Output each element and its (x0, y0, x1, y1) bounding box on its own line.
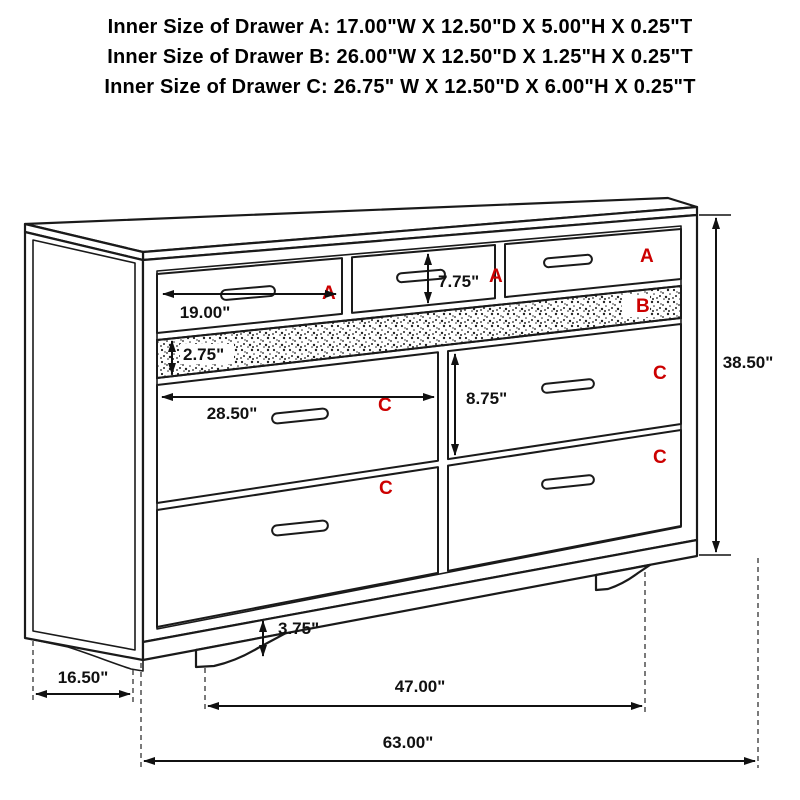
dim-drawer-a-height: 7.75" (424, 253, 479, 304)
label-drawer-b: B (636, 296, 650, 317)
drawer-a-size-text: Inner Size of Drawer A: 17.00"W X 12.50"… (107, 16, 693, 38)
drawer-handle-a-right (543, 253, 593, 269)
drawer-b-glitter-band (156, 284, 682, 380)
drawer-handle-a-middle (396, 268, 446, 284)
dim-drawer-a-height-label: 7.75" (438, 272, 479, 291)
label-drawer-c-upper-left: C (378, 395, 392, 416)
dim-foot-height-label: 3.75" (278, 619, 319, 638)
drawer-c-upper-left (156, 351, 439, 504)
label-drawer-c-lower-left: C (379, 478, 393, 499)
dresser-side-panel (23, 230, 145, 662)
dim-drawer-b-height: 2.75" (168, 340, 234, 375)
dim-overall-height-label: 38.50" (723, 353, 774, 372)
front-right-foot (594, 563, 652, 592)
side-left-foot (24, 637, 144, 672)
dim-overall-height: 38.50" (699, 214, 774, 556)
drawer-b-size-text: Inner Size of Drawer B: 26.00"W X 12.50"… (107, 46, 693, 68)
dim-side-depth-label: 16.50" (58, 668, 109, 687)
label-drawer-c-upper-right: C (653, 363, 667, 384)
label-drawer-a-right: A (640, 246, 654, 267)
dim-drawer-c-height: 8.75" (451, 353, 507, 456)
dim-drawer-c-height-label: 8.75" (466, 389, 507, 408)
drawer-c-lower-right (447, 429, 682, 572)
label-b-backdrop (622, 295, 650, 317)
dim-leg-span-label: 47.00" (395, 677, 446, 696)
side-panel-inner-line (32, 239, 136, 651)
drawer-c-size-text: Inner Size of Drawer C: 26.75" W X 12.50… (104, 76, 696, 98)
title-block: Inner Size of Drawer A: 17.00"W X 12.50"… (0, 16, 800, 106)
dim-overall-width-label: 63.00" (383, 733, 434, 752)
dim-drawer-a-width-label: 19.00" (180, 303, 231, 322)
dim-leg-span: 47.00" (204, 572, 646, 712)
drawer-c-lower-left (156, 466, 439, 628)
drawer-a-right (504, 228, 682, 299)
drawer-handle-c-upper-left (271, 407, 329, 425)
dim-drawer-c-width-label: 28.50" (207, 404, 258, 423)
dim-overall-width: 63.00" (140, 558, 759, 768)
drawer-handle-c-lower-left (271, 519, 329, 537)
dim-drawer-b-height-label: 2.75" (183, 345, 224, 364)
label-drawer-a-middle: A (489, 266, 503, 287)
dim-drawer-a-width: 19.00" (162, 290, 337, 322)
drawer-handle-c-upper-right (541, 378, 595, 394)
dim-foot-height: 3.75" (259, 619, 319, 657)
dim-side-depth: 16.50" (32, 641, 134, 702)
dim-drawer-c-width: 28.50" (161, 393, 435, 423)
label-drawer-c-lower-right: C (653, 447, 667, 468)
base-rail (141, 538, 699, 662)
drawer-handle-c-lower-right (541, 474, 595, 490)
